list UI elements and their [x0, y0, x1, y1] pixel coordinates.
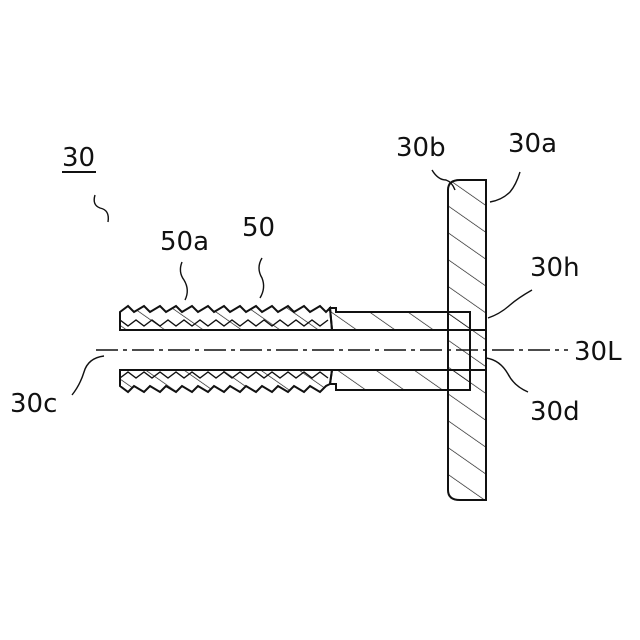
- label-30d: 30d: [530, 397, 580, 427]
- leader-50a: [180, 262, 187, 300]
- leader-30d: [486, 358, 528, 392]
- leader-30h: [488, 290, 532, 318]
- leader-30c: [72, 356, 104, 395]
- leader-50: [259, 258, 264, 298]
- leader-30a: [490, 172, 520, 202]
- label-30h: 30h: [530, 253, 580, 283]
- leader-30: [94, 195, 108, 222]
- lower-wall: [330, 370, 470, 390]
- upper-wall: [330, 308, 470, 330]
- label-30: 30: [62, 143, 95, 173]
- label-30a: 30a: [508, 129, 557, 159]
- thread-upper: [120, 306, 332, 330]
- flange-body: [448, 180, 486, 500]
- label-30b: 30b: [396, 133, 446, 163]
- label-50: 50: [242, 213, 275, 243]
- label-30c: 30c: [10, 389, 57, 419]
- label-50a: 50a: [160, 227, 209, 257]
- label-30L: 30L: [574, 337, 622, 367]
